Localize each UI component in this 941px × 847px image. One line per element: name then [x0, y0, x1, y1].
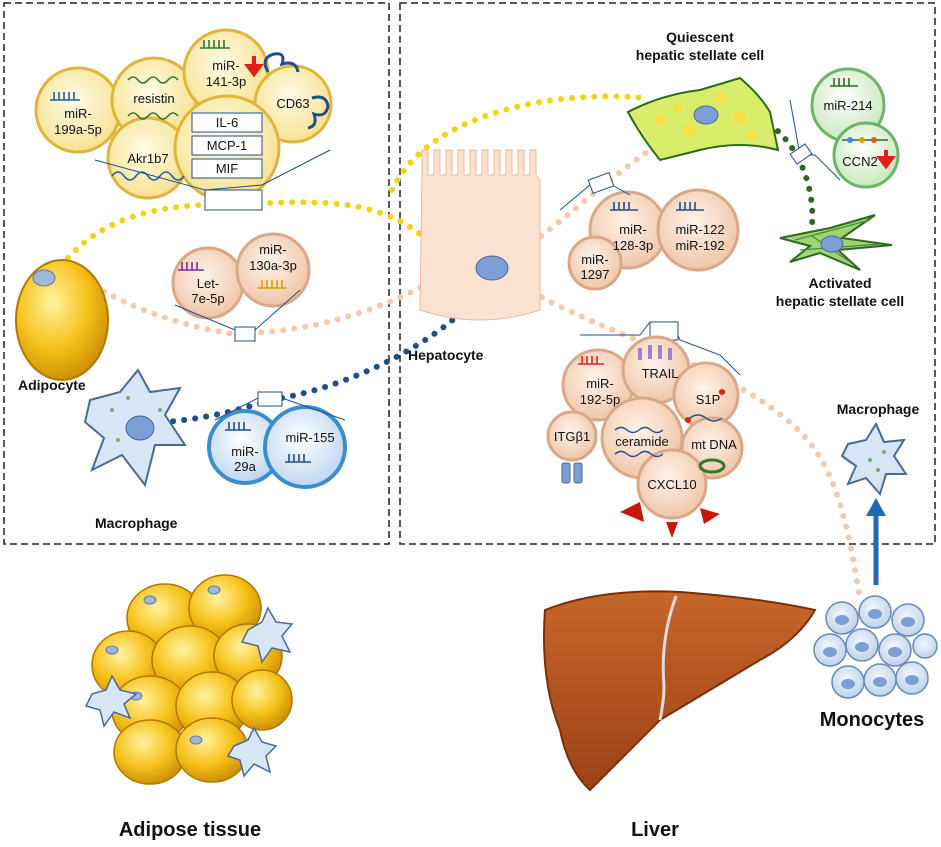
mirna-icon: [676, 202, 704, 211]
label-mir29-l2: 29a: [234, 459, 256, 474]
mif-box: [191, 158, 263, 179]
label-monocytes: Monocytes: [820, 709, 924, 731]
label-quiescent-l2: hepatic stellate cell: [636, 47, 764, 63]
tissue-macrophage-icon: [84, 606, 294, 778]
label-mir130-l2: 130a-3p: [249, 258, 297, 273]
label-liver: Liver: [631, 819, 679, 841]
quiescent-hsc-cell: [626, 76, 780, 162]
label-hepatocyte: Hepatocyte: [408, 347, 484, 363]
cd63-tetraspanin-icon: [263, 52, 330, 130]
label-mir130-l1: miR-: [259, 242, 286, 257]
label-s1p: S1P: [696, 392, 721, 407]
mirna-icon: [258, 280, 286, 289]
label-adipocyte: Adipocyte: [18, 377, 86, 393]
macrophage-right-cell: [840, 421, 908, 497]
label-mir141-l2: 141-3p: [206, 74, 246, 89]
activated-hsc-cell: [779, 214, 893, 271]
label-mir29-l1: miR-: [231, 444, 258, 459]
trail-receptor-icon: [638, 345, 672, 360]
mirna-icon: [50, 92, 80, 101]
label-ceramide: ceramide: [615, 434, 668, 449]
hepatocyte-ev-cluster-1: miR- 128-3p miR- 1297 miR-122 miR-192: [559, 172, 740, 291]
mtdna-icon: [698, 458, 726, 474]
label-mir141-l1: miR-: [212, 58, 239, 73]
label-mir128-l2: 128-3p: [613, 238, 653, 253]
label-let7-l1: Let-: [197, 276, 219, 291]
label-mir1297-l2: 1297: [581, 267, 610, 282]
mirna-icon: [578, 356, 604, 365]
itgb1-receptor-icon: [561, 462, 583, 484]
down-arrow-icon: [244, 56, 264, 78]
label-mir155: miR-155: [285, 430, 334, 445]
mirna-icon: [225, 422, 251, 431]
label-quiescent-l1: Quiescent: [666, 29, 734, 45]
label-mir192-a: miR-192: [675, 238, 724, 253]
label-cxcl10: CXCL10: [647, 477, 696, 492]
monocyte-nuclei: [823, 609, 919, 689]
label-mir199-l1: miR-: [64, 106, 91, 121]
label-il6: IL-6: [216, 115, 238, 130]
label-adipose-tissue: Adipose tissue: [119, 819, 261, 841]
label-mir1297-l1: miR-: [581, 252, 608, 267]
hsc-ev-cluster: miR-214 CCN2: [789, 67, 900, 189]
green-ev-pathway: [757, 115, 816, 228]
label-let7-l2: 7e-5p: [191, 291, 224, 306]
label-mcp1: MCP-1: [207, 138, 247, 153]
adipose-panel-frame: [3, 2, 390, 545]
adipocyte-cell: [15, 259, 109, 381]
yellow-ev-pathway: [65, 93, 648, 261]
resistin-wave-icon: [127, 76, 179, 84]
label-mir128-l1: miR-: [619, 222, 646, 237]
label-mir192-5p-l1: miR-: [586, 376, 613, 391]
ceramide-icon: [614, 426, 664, 458]
label-ccn2: CCN2: [842, 154, 877, 169]
label-activated-l1: Activated: [808, 275, 871, 291]
differentiation-arrow-icon: [866, 498, 886, 585]
macrophage-left-cell: [83, 368, 187, 488]
label-mif: MIF: [216, 161, 238, 176]
cxcl10-arrow-icon: [620, 502, 720, 538]
mirna-icon: [610, 202, 638, 211]
hepatocyte-cell: [419, 149, 541, 321]
s1p-lipid-icon: [689, 414, 723, 422]
label-trail: TRAIL: [642, 366, 679, 381]
label-cd63: CD63: [276, 96, 309, 111]
mcp1-box: [191, 135, 263, 156]
protein-strand-icon: [111, 171, 185, 181]
mirna-icon: [200, 40, 230, 49]
label-mir192-5p-l2: 192-5p: [580, 392, 620, 407]
adipocyte-ev-cluster-2: Let- 7e-5p miR- 130a-3p: [171, 232, 311, 342]
label-macrophage-right: Macrophage: [837, 401, 920, 417]
liver-panel-frame: [399, 2, 936, 545]
label-macrophage-left: Macrophage: [95, 515, 178, 531]
mirna-icon: [285, 454, 311, 463]
resistin-wave-icon: [127, 112, 179, 120]
label-mir214: miR-214: [823, 98, 872, 113]
label-resistin: resistin: [133, 91, 174, 106]
mirna-icon: [178, 262, 204, 271]
label-mir199-l2: 199a-5p: [54, 122, 102, 137]
liver-illustration: [543, 590, 817, 792]
label-mir122: miR-122: [675, 222, 724, 237]
hepatocyte-ev-cluster-2: miR- 192-5p TRAIL S1P ITGβ1 ceramide mt …: [546, 321, 744, 538]
label-itgb1: ITGβ1: [554, 429, 590, 444]
label-activated-l2: hepatic stellate cell: [776, 293, 904, 309]
down-arrow-icon: [876, 150, 896, 170]
adipocyte-ev-cluster: miR- 199a-5p resistin miR- 141-3p CD63 A…: [34, 28, 333, 211]
macrophage-ev-cluster: miR- 29a miR-155: [207, 391, 347, 489]
il6-box: [191, 112, 263, 133]
label-akr1b7: Akr1b7: [127, 151, 168, 166]
mirna-icon: [830, 78, 858, 87]
label-mtdna: mt DNA: [691, 437, 737, 452]
